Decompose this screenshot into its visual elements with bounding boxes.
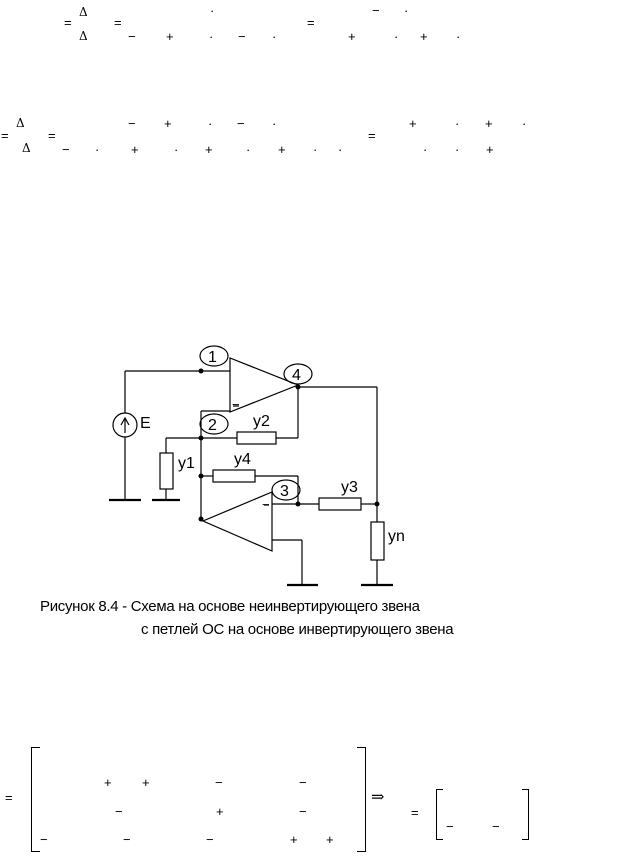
f1-delta-den: Δ (79, 29, 88, 43)
y2-label: y2 (253, 413, 270, 430)
f2-delta-num: Δ (16, 116, 25, 130)
f2-minus-1: − (128, 116, 136, 131)
f2-dot-11: · (455, 142, 460, 157)
resistor-y3 (318, 497, 362, 511)
f2-plus-6: + (485, 116, 493, 131)
figure-caption-line1: Рисунок 8.4 - Схема на основе неинвертир… (40, 598, 420, 615)
f1-dot-d: · (456, 29, 461, 44)
m-r3-plus-1: + (290, 832, 298, 847)
y4-label: y4 (234, 451, 251, 468)
m-r2-plus-1: + (216, 804, 224, 819)
f1-minus-b: − (238, 29, 246, 44)
resistor-yn (370, 521, 385, 561)
f1-minus: − (128, 29, 136, 44)
f1-dot-num: · (210, 3, 215, 18)
node-3-marker (271, 479, 301, 501)
f1-dot-c: · (394, 29, 399, 44)
m-implies: ⇒ (371, 787, 385, 806)
f1-plus: + (166, 29, 174, 44)
f1-dot-b: · (272, 29, 277, 44)
f2-minus-2: − (237, 116, 245, 131)
node-1-marker (199, 345, 229, 367)
resistor-y2 (236, 431, 277, 445)
y1-label: y1 (178, 455, 195, 472)
f1-eq3: = (307, 15, 315, 30)
f1-plus-d: + (420, 29, 428, 44)
f2-dot-10: · (423, 142, 428, 157)
f2-eq: = (1, 128, 9, 143)
f2-plus-2: + (131, 142, 139, 157)
m-r3-minus-2: − (123, 832, 131, 847)
figure-caption-line2: с петлей ОС на основе инвертирующего зве… (141, 621, 454, 638)
m-r1-minus-1: − (215, 775, 223, 790)
f2-dot-8: · (455, 116, 460, 131)
f1-plus-c: + (348, 29, 356, 44)
f2-plus-3: + (205, 142, 213, 157)
node-4-label: 4 (292, 367, 301, 384)
opamp1-minus: − (232, 397, 240, 412)
m-r1-plus-1: + (104, 775, 112, 790)
resistor-y4 (212, 469, 256, 483)
f1-minus-num: − (372, 3, 380, 18)
matrix-left-bracket (31, 747, 40, 852)
f2-plus-1: + (164, 116, 172, 131)
f2-dot-1: · (208, 116, 213, 131)
m-r1-plus-2: + (142, 775, 150, 790)
f1-eq2: = (114, 15, 122, 30)
f1-eq: = (64, 15, 72, 30)
node-3-label: 3 (280, 483, 289, 500)
f2-dot-4: · (174, 142, 179, 157)
f1-dot-num2: · (404, 3, 409, 18)
y3-label: y3 (341, 479, 358, 496)
f2-dot-3: · (95, 142, 100, 157)
opamp2-minus: − (262, 497, 270, 512)
m-r2-minus-2: − (299, 804, 307, 819)
f2-eq2: = (48, 128, 56, 143)
node-2-marker (199, 413, 229, 435)
m-r3-minus-1: − (40, 832, 48, 847)
m-r2-minus-1: − (115, 804, 123, 819)
m-eq: = (5, 790, 13, 805)
m-r3-plus-2: + (326, 832, 334, 847)
s-minus-2: − (492, 819, 500, 834)
node-2-label: 2 (208, 417, 217, 434)
f1-dot-a: · (209, 29, 214, 44)
small-right-bracket (522, 789, 529, 840)
node-4-marker (283, 363, 313, 385)
opamp-1 (229, 357, 300, 413)
opamp-2 (201, 491, 273, 552)
m-eq-2: = (411, 805, 419, 820)
f1-delta-num: Δ (79, 5, 88, 19)
f2-eq3: = (368, 128, 376, 143)
f2-plus-4: + (278, 142, 286, 157)
f2-dot-9: · (522, 116, 527, 131)
f2-dot-2: · (272, 116, 277, 131)
small-left-bracket (436, 789, 443, 840)
source-E (112, 412, 138, 438)
source-label: E (140, 415, 151, 432)
yn-label: yn (388, 528, 405, 545)
f2-delta-den: Δ (22, 141, 31, 155)
m-r1-minus-2: − (299, 775, 307, 790)
m-r3-minus-3: − (206, 832, 214, 847)
f2-minus-3: − (62, 142, 70, 157)
s-minus-1: − (446, 819, 454, 834)
f2-dot-6: · (313, 142, 318, 157)
matrix-right-bracket (357, 747, 366, 852)
resistor-y1 (159, 452, 174, 490)
f2-plus-7: + (486, 142, 494, 157)
f2-dot-7: · (338, 142, 343, 157)
f2-plus-5: + (409, 116, 417, 131)
f2-dot-5: · (246, 142, 251, 157)
node-1-label: 1 (208, 349, 217, 366)
